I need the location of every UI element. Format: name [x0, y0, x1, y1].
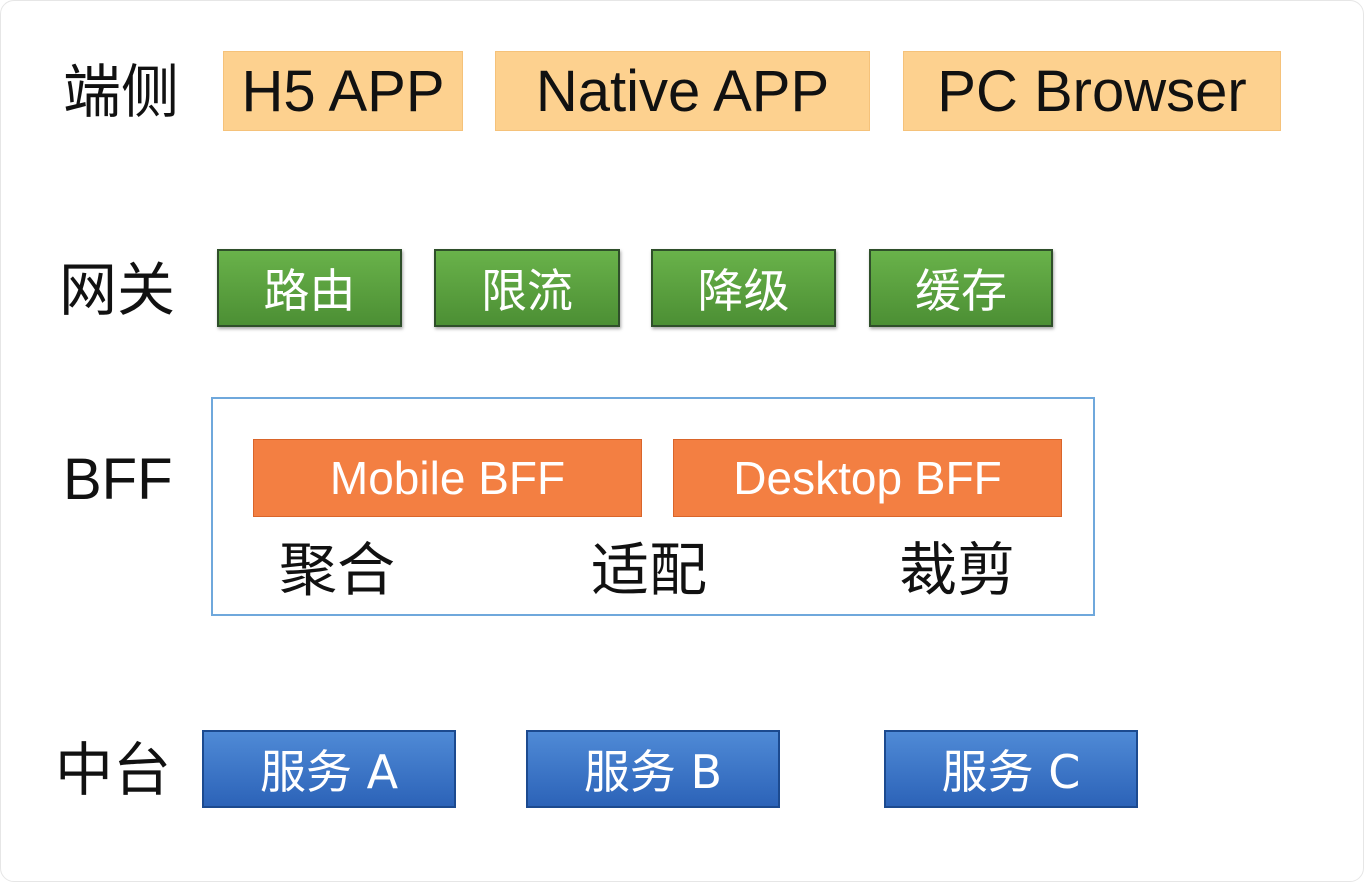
- layer-label-gateway: 网关: [59, 256, 176, 324]
- layer-label-platform: 中台: [55, 736, 172, 804]
- layer-label-bff: BFF: [63, 447, 173, 512]
- service-box-b: 服务 B: [526, 730, 780, 808]
- bff-feature-aggregate: 聚合: [279, 536, 396, 604]
- client-box-pc-browser: PC Browser: [903, 51, 1281, 131]
- layer-label-client: 端侧: [63, 58, 180, 126]
- gateway-box-routing: 路由: [217, 249, 402, 327]
- service-box-c: 服务 C: [884, 730, 1138, 808]
- gateway-box-cache: 缓存: [869, 249, 1053, 327]
- bff-box-mobile: Mobile BFF: [253, 439, 642, 517]
- gateway-box-rate-limit: 限流: [434, 249, 620, 327]
- client-box-h5-app: H5 APP: [223, 51, 463, 131]
- bff-feature-adapt: 适配: [591, 536, 708, 604]
- service-box-a: 服务 A: [202, 730, 456, 808]
- bff-box-desktop: Desktop BFF: [673, 439, 1062, 517]
- bff-container: [211, 397, 1095, 616]
- gateway-box-degrade: 降级: [651, 249, 836, 327]
- bff-feature-trim: 裁剪: [899, 536, 1016, 604]
- client-box-native-app: Native APP: [495, 51, 870, 131]
